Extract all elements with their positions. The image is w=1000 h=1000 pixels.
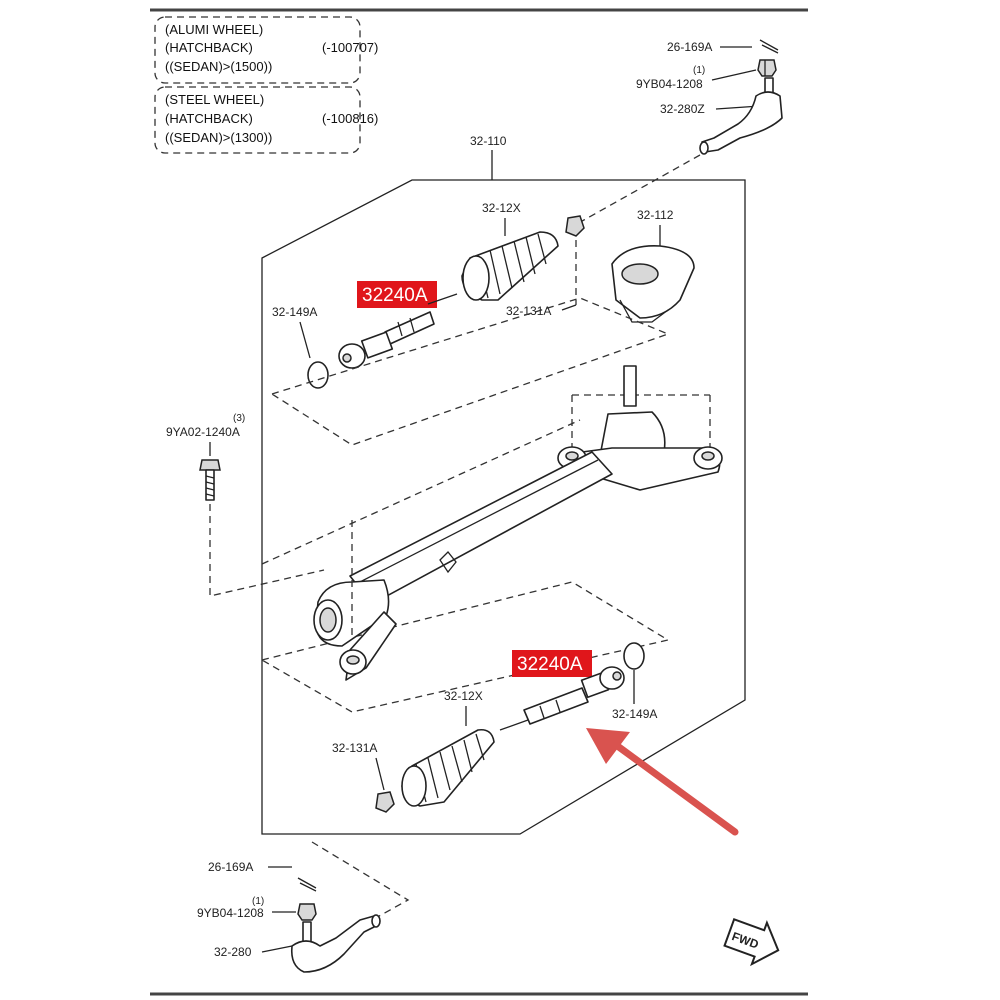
label-ring-left: 32-149A xyxy=(272,305,317,319)
cotter-pin-bottom-icon xyxy=(297,877,317,892)
label-bolt-qty: (3) xyxy=(233,413,245,424)
note-line: (STEEL WHEEL) xyxy=(165,92,264,107)
label-nut-top-qty: (1) xyxy=(693,65,705,76)
boot-clamp-upper-icon xyxy=(565,215,585,237)
note-line: (HATCHBACK) xyxy=(165,111,253,126)
fwd-indicator-icon: FWD xyxy=(723,918,780,967)
ring-right-icon xyxy=(623,642,645,670)
note-box-alumi: (ALUMI WHEEL) (HATCHBACK) (-100707) ((SE… xyxy=(154,16,378,84)
cotter-pin-top-icon xyxy=(759,39,779,54)
mounting-bolt-icon xyxy=(199,459,221,501)
note-line: ((SEDAN)>(1300)) xyxy=(165,130,272,145)
note-box-steel: (STEEL WHEEL) (HATCHBACK) (-100816) ((SE… xyxy=(154,86,378,154)
inner-tie-rod-lower-icon xyxy=(499,666,625,731)
label-nut-bottom: 9YB04-1208 xyxy=(197,906,264,920)
label-clamp-upper: 32-131A xyxy=(506,304,551,318)
ring-left-icon xyxy=(307,361,329,389)
highlight-label-lower: 32240A xyxy=(517,654,583,675)
pointer-arrow xyxy=(586,728,739,836)
label-cotter-pin-bottom: 26-169A xyxy=(208,860,253,874)
label-mount: 32-112 xyxy=(637,208,674,222)
tie-rod-end-bottom-icon xyxy=(290,914,381,973)
note-line: (HATCHBACK) xyxy=(165,40,253,55)
label-bolt: 9YA02-1240A xyxy=(166,425,240,439)
boot-clamp-lower-icon xyxy=(375,791,395,813)
castle-nut-top-icon xyxy=(757,59,777,77)
steering-rack-housing-icon xyxy=(313,365,723,681)
label-boot-lower: 32-12X xyxy=(444,689,483,703)
highlight-badge-lower: 32240A xyxy=(512,650,592,677)
note-line: ((SEDAN)>(1500)) xyxy=(165,59,272,74)
label-clamp-lower: 32-131A xyxy=(332,741,377,755)
label-tie-rod-end-top: 32-280Z xyxy=(660,102,705,116)
inner-tie-rod-upper-icon xyxy=(338,293,458,369)
label-boot-upper: 32-12X xyxy=(482,201,521,215)
assembly-outline xyxy=(261,179,746,835)
note-line: (ALUMI WHEEL) xyxy=(165,22,263,37)
highlight-label-upper: 32240A xyxy=(362,285,428,306)
highlight-bg-upper xyxy=(357,281,437,308)
label-ring-right: 32-149A xyxy=(612,707,657,721)
note-code: (-100707) xyxy=(322,40,378,55)
label-tie-rod-end-bottom: 32-280 xyxy=(214,945,252,959)
label-nut-top: 9YB04-1208 xyxy=(636,77,703,91)
castle-nut-bottom-icon xyxy=(297,903,317,921)
label-nut-bottom-qty: (1) xyxy=(252,896,264,907)
note-code: (-100816) xyxy=(322,111,378,126)
highlight-badge-upper: 32240A xyxy=(357,281,437,308)
label-assembly: 32-110 xyxy=(470,134,507,148)
steering-boot-upper-icon xyxy=(461,231,559,301)
label-cotter-pin-top: 26-169A xyxy=(667,40,712,54)
rack-mount-icon xyxy=(611,245,695,323)
tie-rod-end-top-icon xyxy=(699,77,783,155)
steering-boot-lower-icon xyxy=(401,728,495,807)
highlight-bg-lower xyxy=(512,650,592,677)
